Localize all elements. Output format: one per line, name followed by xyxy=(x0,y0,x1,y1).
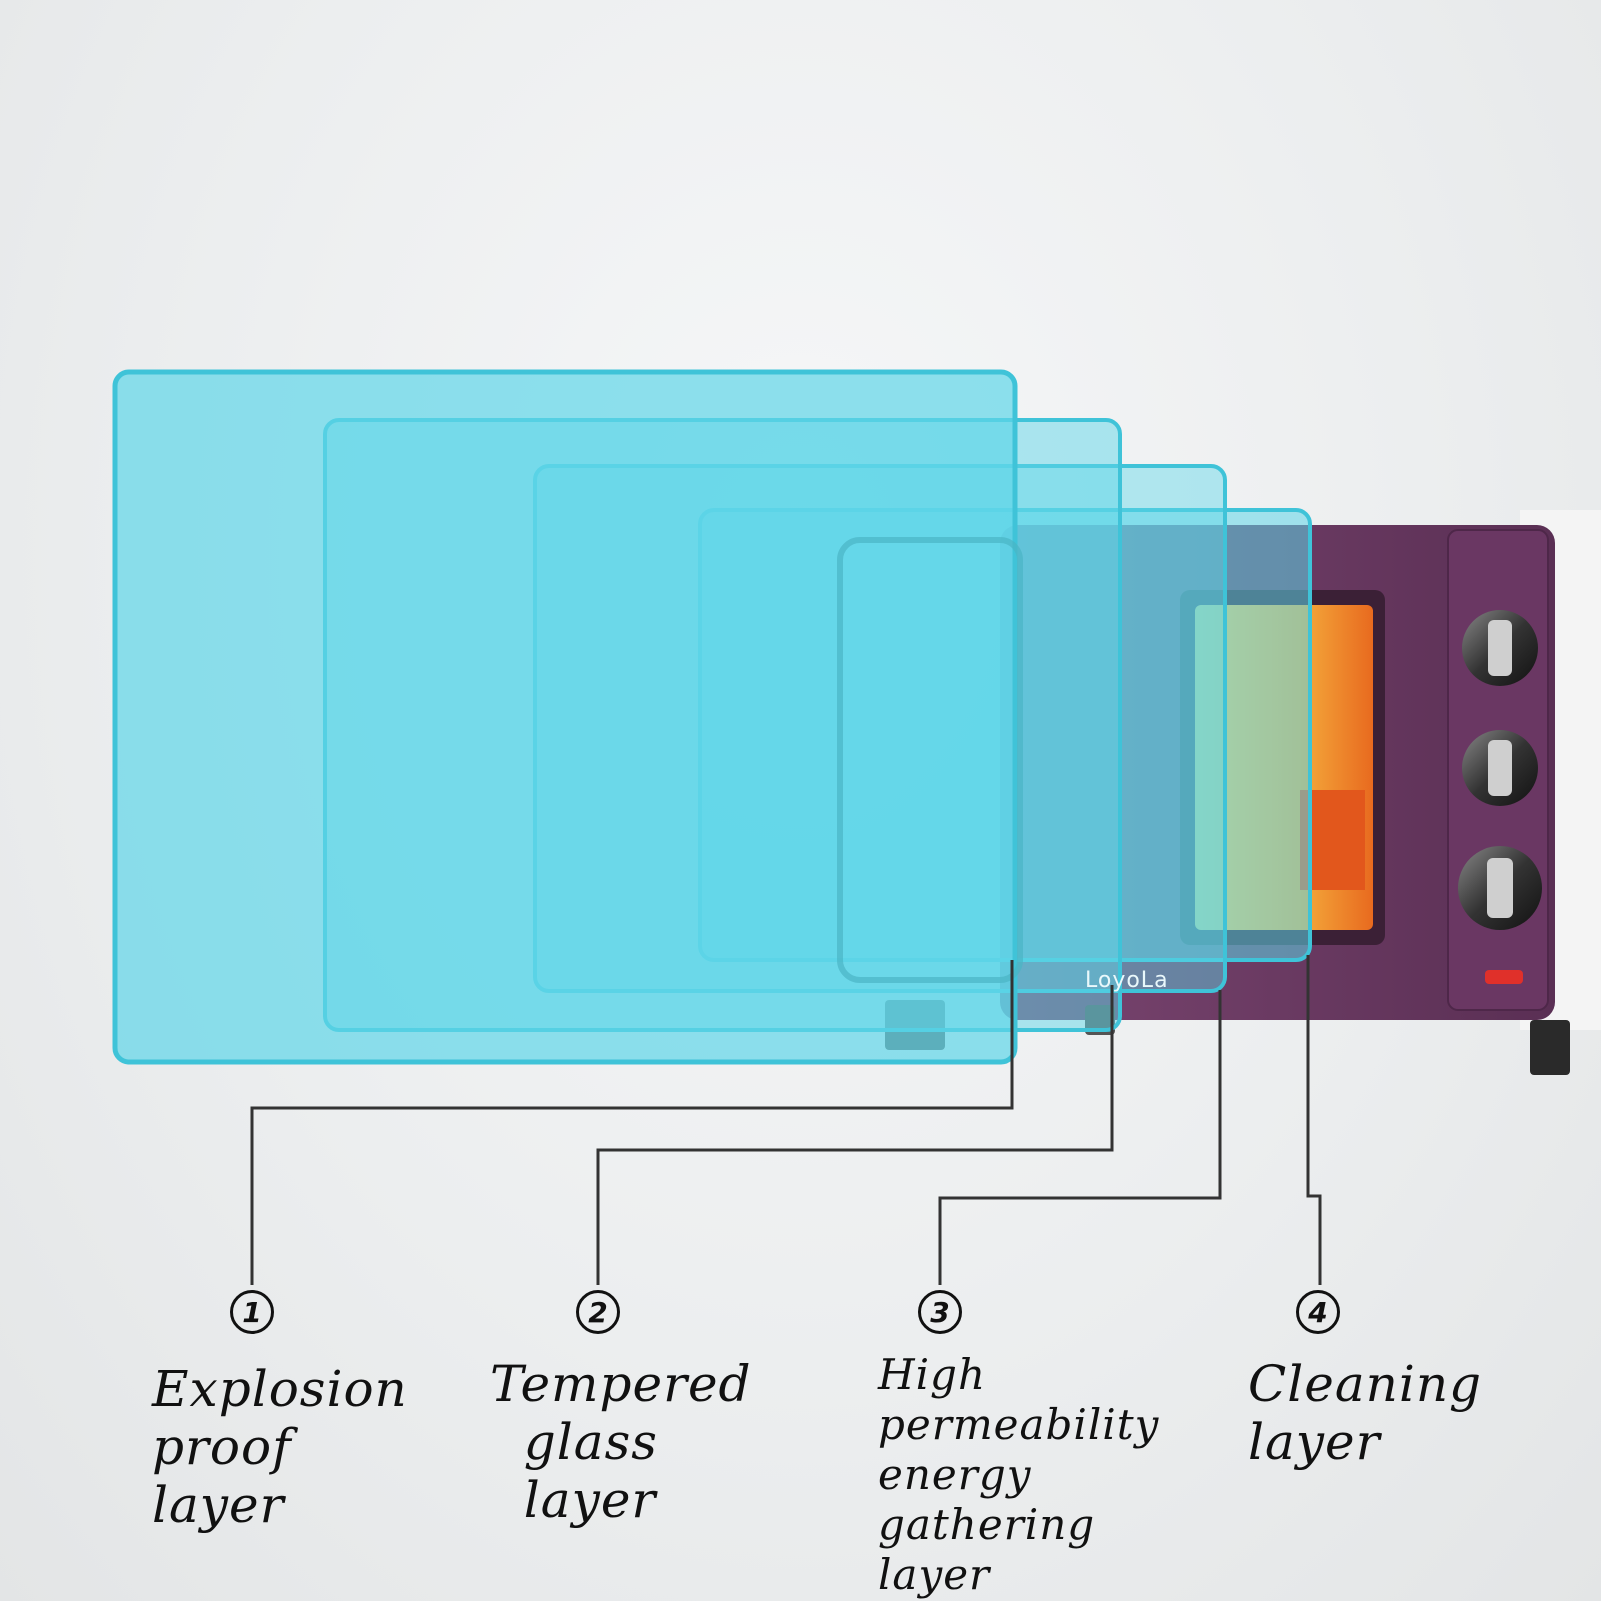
leader-line-2 xyxy=(596,985,1114,1285)
glass-panels xyxy=(112,369,1312,1065)
layer-3-text: High permeability energy gathering layer xyxy=(878,1350,1160,1599)
temperature-knob-grip xyxy=(1488,620,1512,676)
leader-lines xyxy=(250,955,1322,1285)
oven-foot-right xyxy=(1530,1020,1570,1075)
oven-door-outline xyxy=(837,537,1023,983)
mode-knob-grip xyxy=(1488,740,1512,796)
leader-line-1 xyxy=(250,960,1014,1285)
layer-2-number: 2 xyxy=(576,1290,620,1334)
layer-4-number: 4 xyxy=(1296,1290,1340,1334)
indicator-light xyxy=(1485,970,1523,984)
layer-1-text: Explosion proof layer xyxy=(152,1360,408,1534)
leader-line-3 xyxy=(938,990,1222,1285)
timer-knob-grip xyxy=(1487,858,1513,918)
panel-1-explosion-proof xyxy=(112,369,1018,1065)
brand-logo: LoyoLa xyxy=(1085,968,1169,993)
layer-2-text: Tempered glass layer xyxy=(490,1355,752,1529)
leader-line-4 xyxy=(1306,955,1322,1285)
layer-4-text: Cleaning layer xyxy=(1248,1355,1483,1471)
layer-1-number: 1 xyxy=(230,1290,274,1334)
layer-3-number: 3 xyxy=(918,1290,962,1334)
